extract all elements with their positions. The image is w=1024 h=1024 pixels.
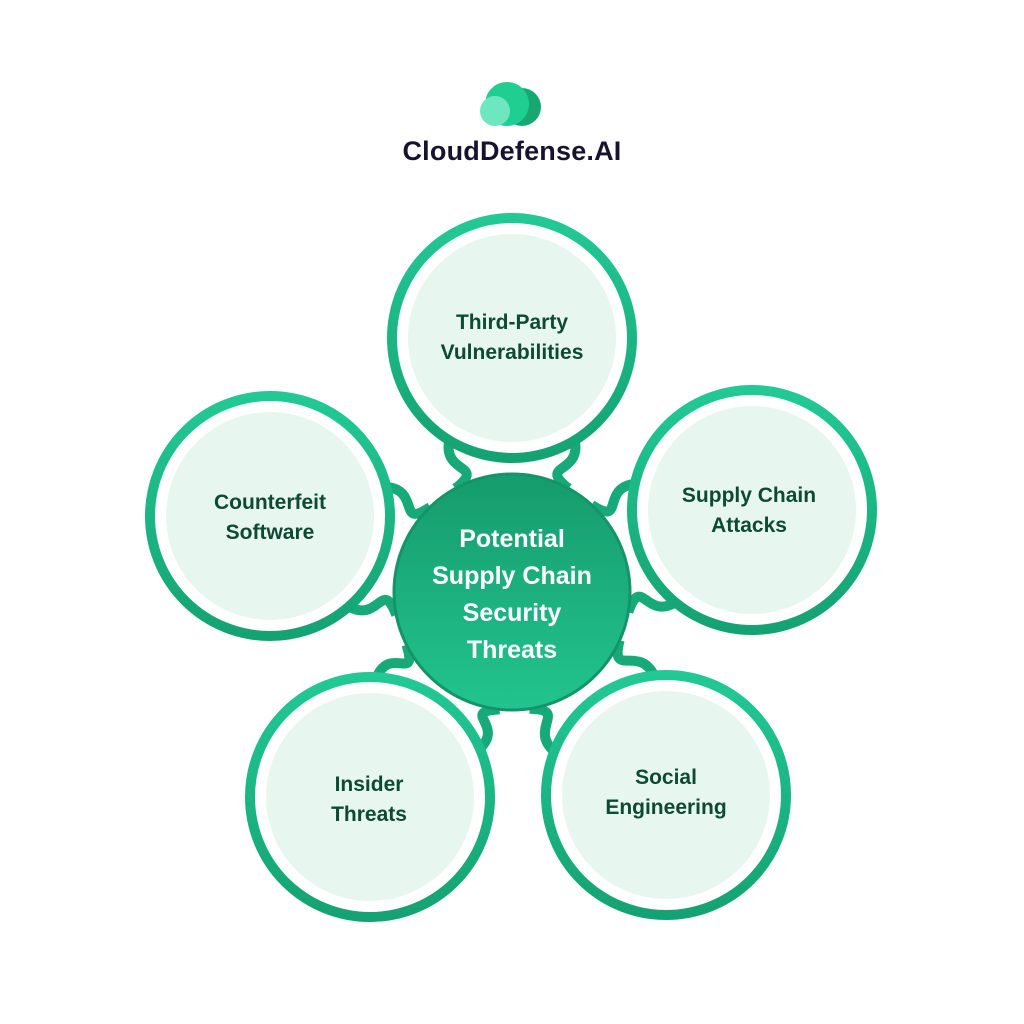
petal-fill-supply-chain-attacks: [648, 406, 856, 614]
petal-label-line: Vulnerabilities: [440, 341, 584, 364]
connector-stem: [372, 643, 415, 680]
petal-label-social-engineering: Social Engineering: [556, 763, 776, 823]
petal-label-counterfeit-software: Counterfeit Software: [160, 488, 380, 548]
petal-label-line: Engineering: [605, 796, 727, 819]
connector-stem: [476, 704, 500, 753]
connector-stem: [612, 639, 659, 679]
center-title-line: Supply Chain: [432, 562, 592, 590]
petal-fill-third-party-vulnerabilities: [408, 234, 616, 442]
connector-stem: [623, 591, 678, 614]
center-title: Potential Supply Chain Security Threats: [402, 521, 622, 669]
cloud-icon: [480, 82, 541, 126]
petal-fill-insider-threats: [266, 693, 474, 901]
petal-label-line: Attacks: [711, 514, 787, 537]
petal-fill-social-engineering: [562, 691, 770, 899]
center-title-line: Threats: [466, 636, 558, 664]
brand-name: CloudDefense.AI: [402, 136, 622, 166]
center-title-line: Potential: [459, 525, 565, 553]
center-circle: [392, 472, 632, 712]
connector-stem: [346, 594, 401, 617]
connector-stem: [385, 481, 433, 519]
petal-label-line: Software: [225, 521, 315, 544]
petal-label-insider-threats: Insider Threats: [259, 770, 479, 830]
petal-label-line: Supply Chain: [681, 484, 817, 507]
connector-stem: [529, 703, 558, 756]
center-title-line: Security: [462, 599, 562, 627]
petal-label-line: Threats: [331, 803, 407, 826]
petal-label-line: Counterfeit: [214, 491, 326, 514]
connector-stem: [443, 439, 472, 493]
petal-label-third-party-vulnerabilities: Third-Party Vulnerabilities: [402, 308, 622, 368]
connector-stem: [552, 439, 581, 493]
petal-label-line: Social: [635, 766, 697, 789]
petal-label-line: Third-Party: [455, 311, 568, 334]
petal-fill-counterfeit-software: [166, 412, 374, 620]
petal-label-supply-chain-attacks: Supply Chain Attacks: [639, 481, 859, 541]
petal-label-line: Insider: [334, 773, 404, 796]
connector-stem: [589, 478, 637, 517]
